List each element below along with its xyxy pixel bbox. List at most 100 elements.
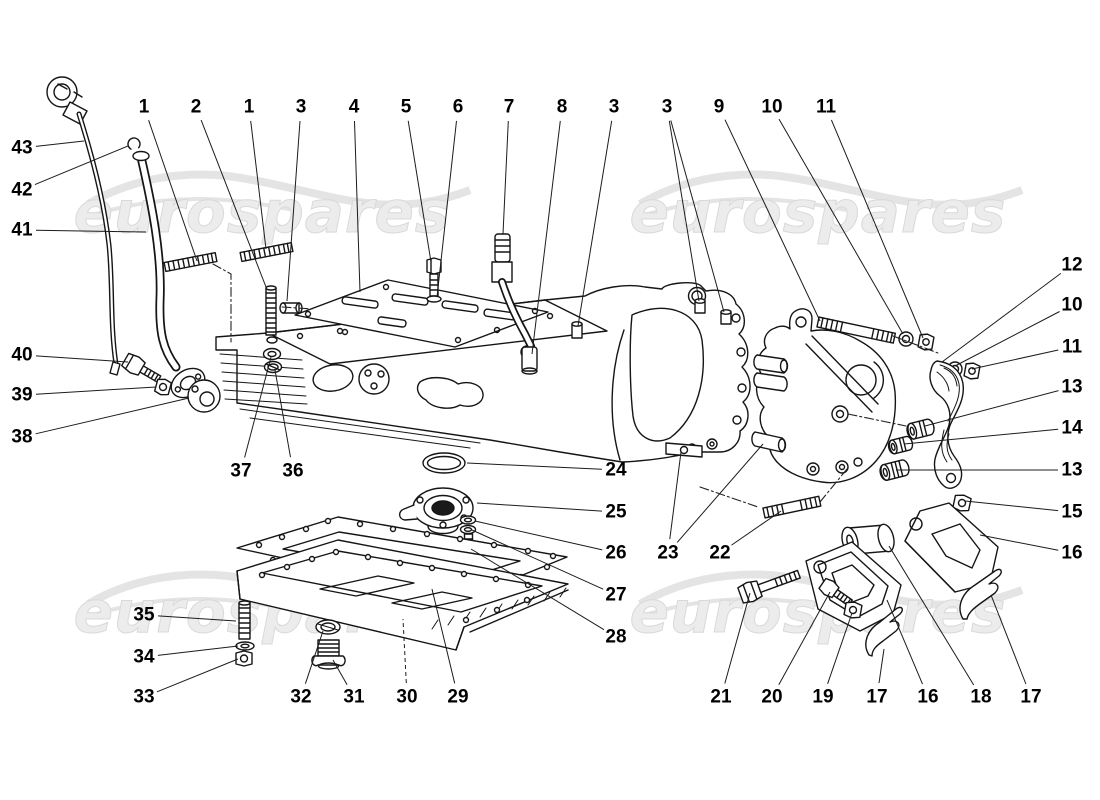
callout-41: 41 xyxy=(11,220,33,241)
leader-line xyxy=(244,356,272,458)
bushing-18 xyxy=(841,523,895,556)
callout-3: 3 xyxy=(609,97,620,118)
nut-11b xyxy=(963,362,981,380)
callout-2: 2 xyxy=(191,97,202,118)
oil-sump-30 xyxy=(236,539,569,651)
plug-14 xyxy=(887,435,914,455)
callout-32: 32 xyxy=(290,687,311,708)
oil-pickup-25 xyxy=(398,487,474,535)
leader-line xyxy=(990,594,1027,685)
clip-17b xyxy=(959,568,1002,620)
callout-12: 12 xyxy=(1061,255,1082,276)
stud-2 xyxy=(265,285,277,336)
alignment-lines xyxy=(212,263,939,508)
callout-7: 7 xyxy=(504,97,515,118)
callout-36: 36 xyxy=(282,461,303,482)
leader-line xyxy=(670,120,725,313)
callout-10: 10 xyxy=(761,97,782,118)
bush-3e xyxy=(720,309,732,325)
diagram-art xyxy=(46,76,1002,670)
leader-line xyxy=(941,272,1062,363)
leader-line xyxy=(577,120,613,327)
callout-9: 9 xyxy=(714,97,725,118)
callout-18: 18 xyxy=(970,687,991,708)
washer-6 xyxy=(426,295,442,303)
leader-line xyxy=(431,588,456,684)
o-ring-24 xyxy=(422,452,466,474)
leader-line xyxy=(474,520,603,551)
leader-line xyxy=(274,369,291,458)
leader-line xyxy=(731,510,782,546)
leader-line xyxy=(886,599,923,685)
callout-3: 3 xyxy=(296,97,307,118)
callout-16: 16 xyxy=(1061,543,1082,564)
watermark-text: eurospares xyxy=(630,578,1007,646)
breather-pipe xyxy=(491,233,538,375)
leader-line xyxy=(903,428,1059,445)
callout-19: 19 xyxy=(812,687,833,708)
nut-33 xyxy=(235,650,253,667)
leader-line xyxy=(35,355,129,363)
leader-line xyxy=(827,612,853,684)
callout-17: 17 xyxy=(866,687,887,708)
callout-1: 1 xyxy=(139,97,150,118)
washer-34 xyxy=(235,641,255,651)
callout-30: 30 xyxy=(396,687,417,708)
nut-11a xyxy=(917,333,935,351)
leader-line xyxy=(157,645,239,656)
callout-25: 25 xyxy=(605,502,627,523)
callout-15: 15 xyxy=(1061,502,1083,523)
leader-line xyxy=(924,390,1059,427)
plug-13b xyxy=(879,459,910,481)
leader-line xyxy=(676,443,764,543)
callout-22: 22 xyxy=(709,543,730,564)
washer-37 xyxy=(262,347,282,361)
leader-line xyxy=(954,311,1060,367)
rear-bracket-16 xyxy=(904,502,999,593)
callout-16: 16 xyxy=(917,687,938,708)
leader-line xyxy=(250,120,267,250)
leader-line xyxy=(200,119,267,288)
leader-line xyxy=(470,548,605,631)
callout-31: 31 xyxy=(343,687,365,708)
bush-3c xyxy=(571,321,583,339)
leader-line xyxy=(471,529,604,590)
washers-26-27 xyxy=(459,515,477,535)
callout-26: 26 xyxy=(605,543,626,564)
leader-line xyxy=(668,120,700,302)
leader-line xyxy=(669,451,682,540)
leader-line xyxy=(888,545,975,686)
leader-line xyxy=(148,120,198,262)
callout-39: 39 xyxy=(11,385,32,406)
leader-line xyxy=(156,658,239,693)
leader-line xyxy=(35,386,157,395)
nut-39 xyxy=(153,378,173,396)
leader-line xyxy=(964,500,1059,512)
callout-11: 11 xyxy=(1062,337,1083,358)
callout-42: 42 xyxy=(11,180,32,201)
callout-23: 23 xyxy=(657,543,678,564)
callout-21: 21 xyxy=(710,687,732,708)
leader-line xyxy=(476,502,603,512)
leader-line xyxy=(332,659,348,686)
leader-line xyxy=(466,462,603,470)
leader-line xyxy=(407,120,432,263)
callout-29: 29 xyxy=(447,687,468,708)
leader-line xyxy=(878,648,885,684)
clip-17a xyxy=(865,606,903,657)
callout-24: 24 xyxy=(605,460,627,481)
callout-6: 6 xyxy=(453,97,464,118)
leader-line xyxy=(531,120,561,355)
callout-1: 1 xyxy=(244,97,255,118)
leader-line xyxy=(979,534,1059,551)
callout-5: 5 xyxy=(401,97,412,118)
leader-line xyxy=(286,120,301,302)
callout-17: 17 xyxy=(1020,687,1041,708)
callout-4: 4 xyxy=(349,97,360,118)
bolt-21 xyxy=(737,569,801,604)
bolt-20 xyxy=(818,577,854,607)
drain-plug-31 xyxy=(311,639,346,670)
